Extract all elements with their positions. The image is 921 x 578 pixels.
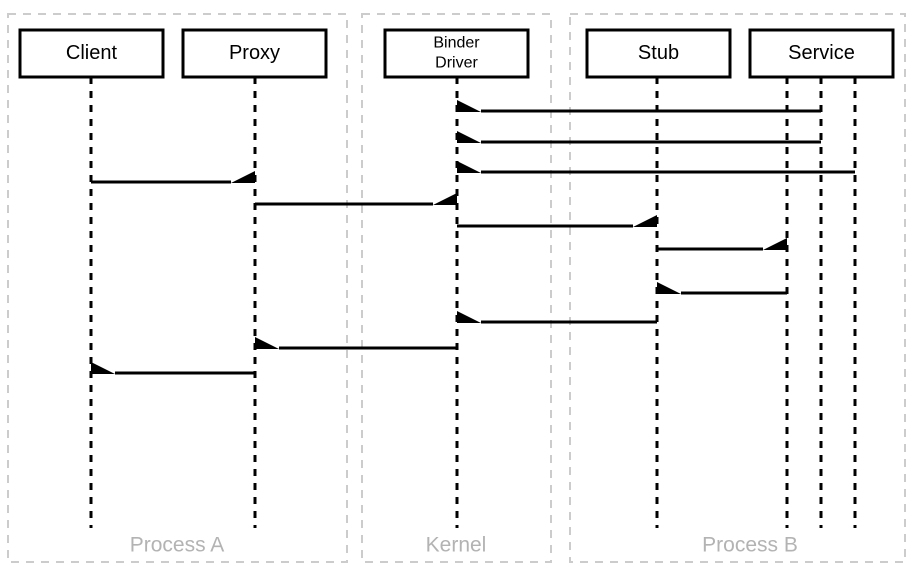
message-m3 [457,161,855,174]
actor-label-binder-driver: Binder [433,35,480,52]
group-box-process-b [569,13,906,563]
message-m9 [457,311,657,324]
message-m2 [457,131,821,144]
actor-label-binder-driver: Driver [435,55,478,72]
actor-box-binder-driver[interactable] [383,28,530,79]
message-m10 [255,337,457,350]
group-label-process-b: Process B [702,534,798,557]
actor-box-proxy[interactable] [181,28,328,79]
message-arrowhead-m5 [433,193,457,205]
actor-proxy[interactable]: Proxy [181,28,328,79]
actor-label-service: Service [788,42,855,64]
group-box-kernel [361,13,552,563]
message-m6 [457,215,657,228]
actor-stub[interactable]: Stub [585,28,732,79]
message-arrowhead-m7 [763,238,787,250]
message-arrowhead-m6 [633,215,657,227]
message-m7 [657,238,787,251]
message-arrowhead-m2 [457,131,481,143]
actor-label-proxy: Proxy [229,42,280,64]
actor-service[interactable]: Service [748,28,895,79]
message-arrowhead-m11 [91,362,115,374]
messages-layer [91,100,855,375]
message-m8 [657,282,787,295]
message-m1 [457,100,821,113]
message-arrowhead-m1 [457,100,481,112]
group-label-kernel: Kernel [426,534,487,557]
message-arrowhead-m8 [657,282,681,294]
message-arrowhead-m3 [457,161,481,173]
process-groups-layer: Process A Kernel Process B [7,13,906,563]
group-box-process-a [7,13,348,563]
message-m11 [91,362,255,375]
actor-box-client[interactable] [18,28,165,79]
actor-box-stub[interactable] [585,28,732,79]
message-arrowhead-m9 [457,311,481,323]
actor-client[interactable]: Client [18,28,165,79]
lifelines-layer [89,77,857,528]
message-m5 [255,193,457,206]
actor-label-client: Client [66,42,118,64]
group-label-process-a: Process A [130,534,225,557]
actor-label-stub: Stub [638,42,679,64]
message-arrowhead-m10 [255,337,279,349]
message-m4 [91,171,255,184]
actor-box-service[interactable] [748,28,895,79]
message-arrowhead-m4 [231,171,255,183]
